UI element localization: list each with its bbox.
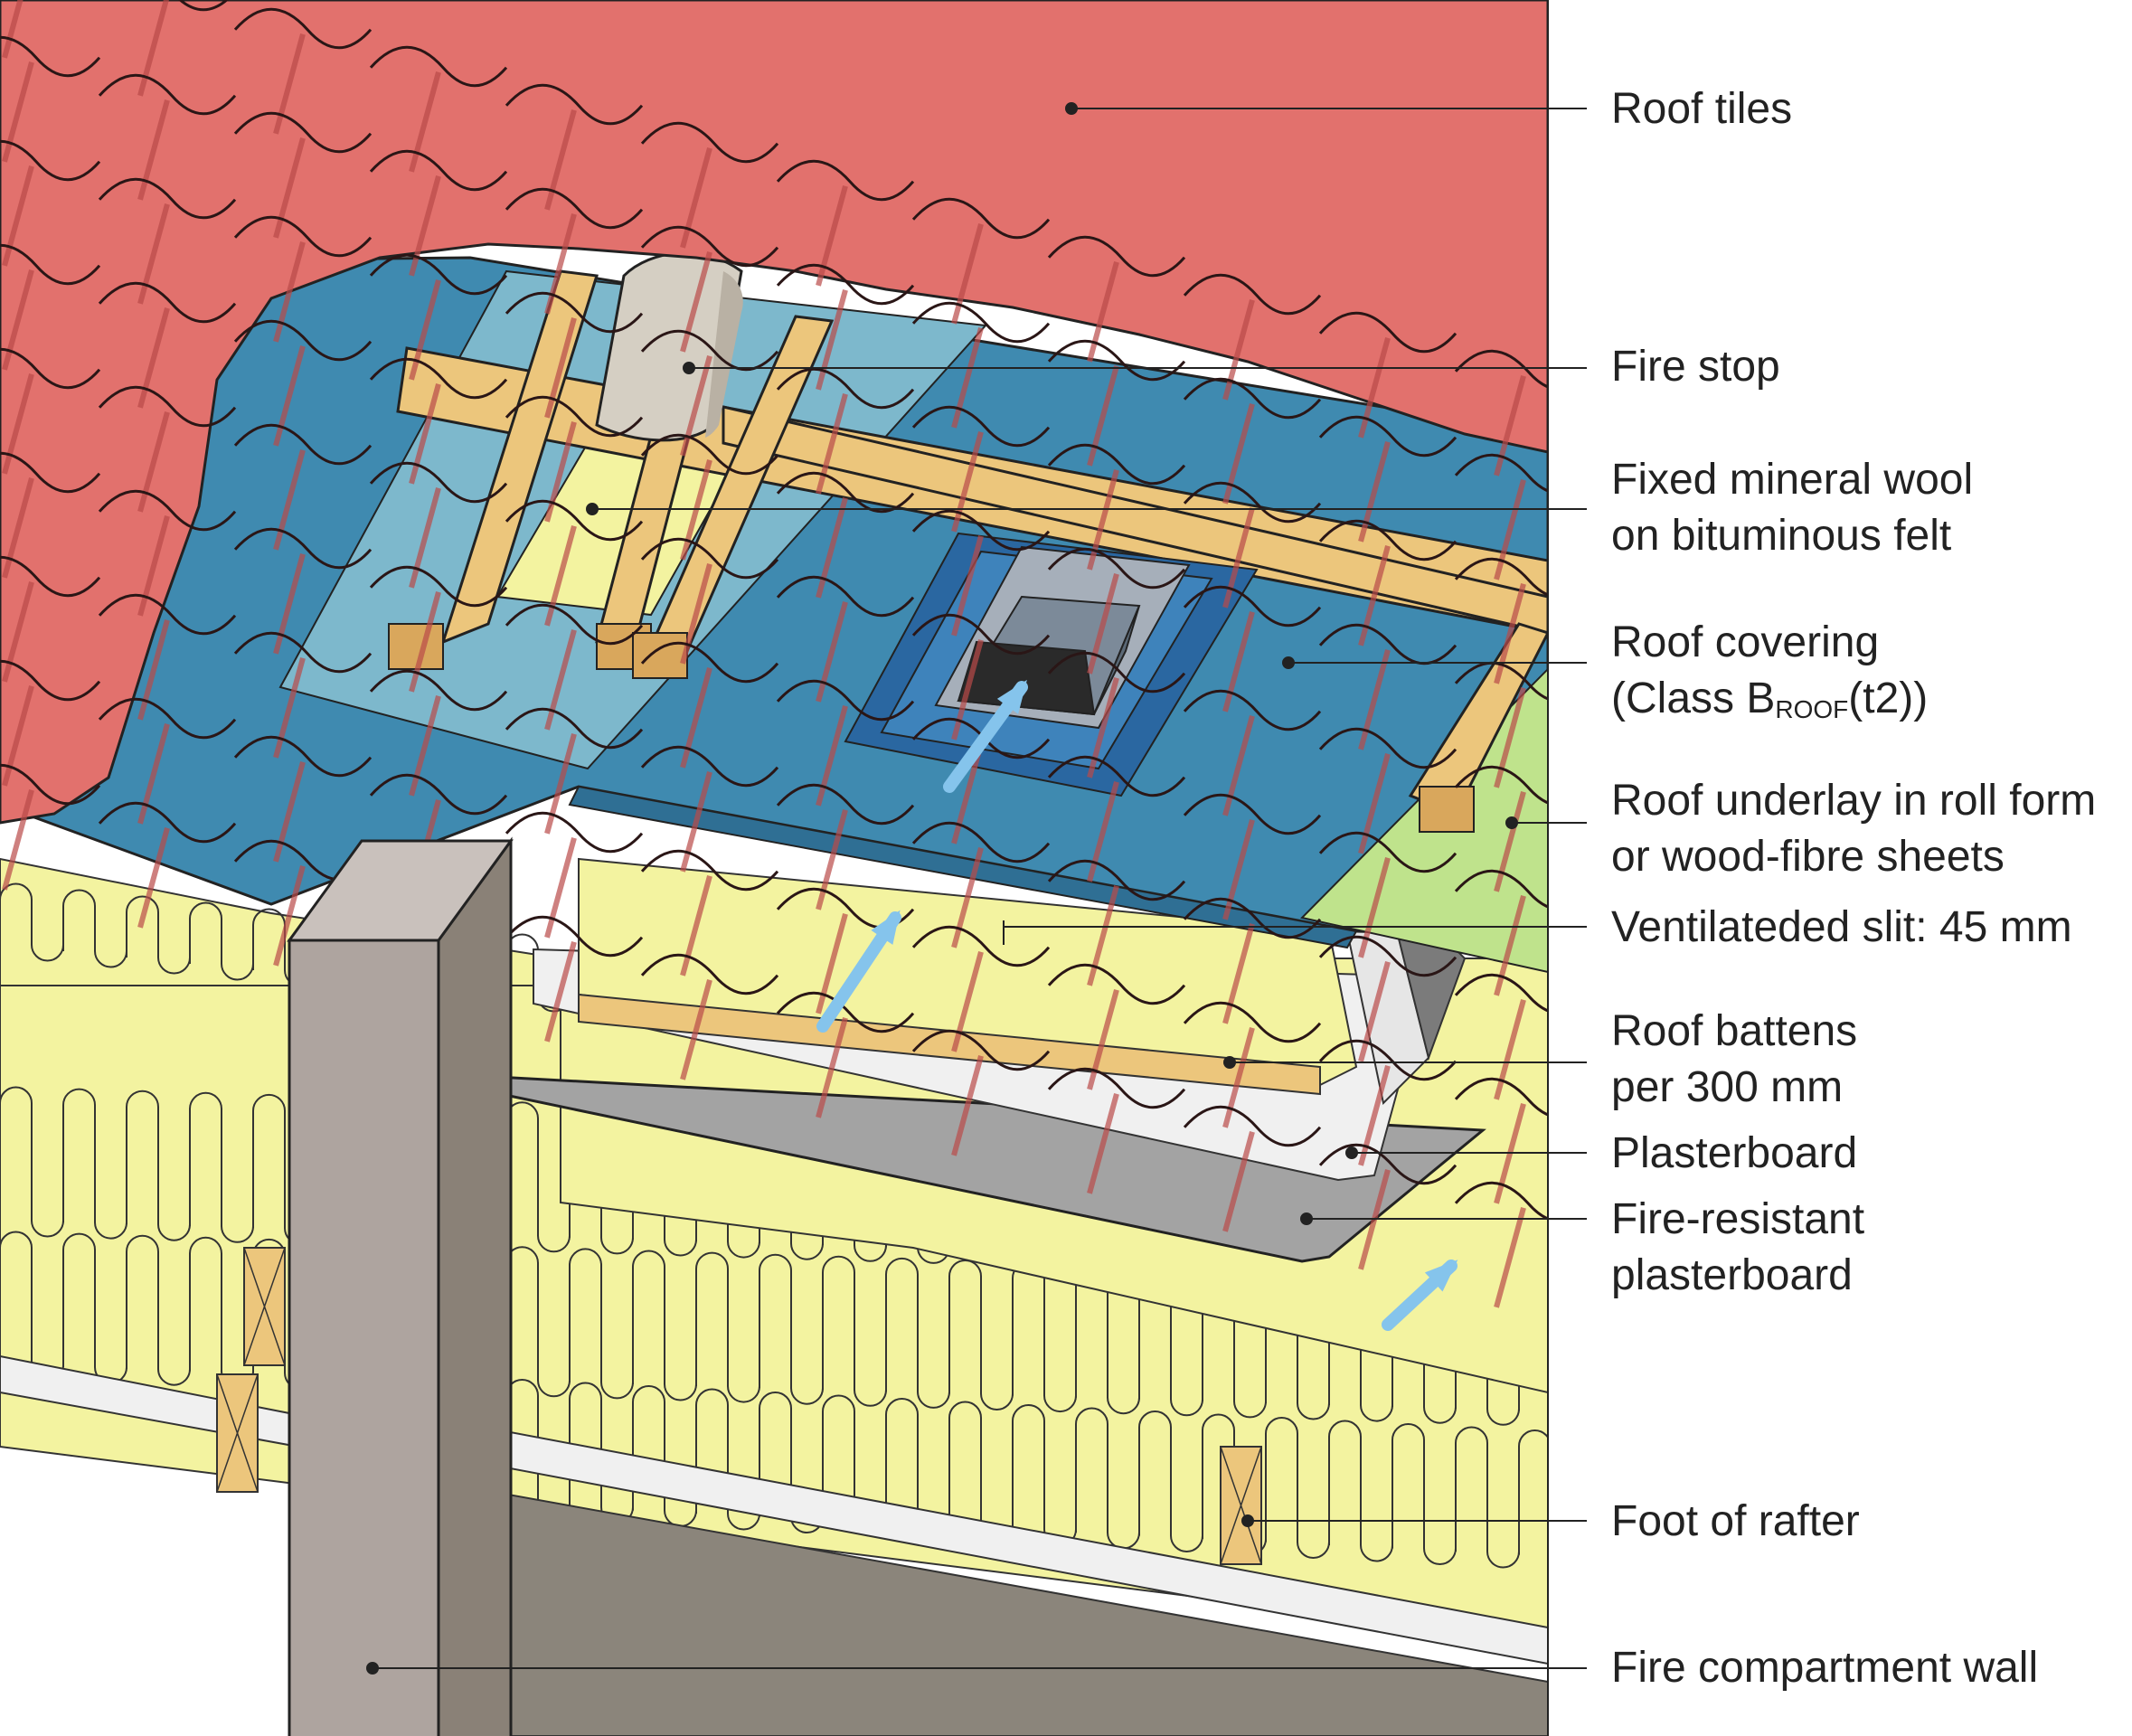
label-plasterboard: Plasterboard: [1611, 1129, 1858, 1177]
batten-end: [1419, 786, 1475, 833]
roof-covering-upper: [568, 785, 1358, 949]
tile-row: [178, 0, 1548, 389]
label-fire-compartment-wall: Fire compartment wall: [1611, 1644, 2039, 1692]
horizontal-batten-2: [722, 405, 1548, 635]
fire-compartment-wall-side: [437, 836, 513, 1736]
tile-row: [0, 555, 1548, 1013]
rafter-foot-cross: [216, 1373, 259, 1493]
tile-row: [0, 347, 1548, 805]
tile-shadow: [2, 165, 1526, 684]
fire-compartment-wall: [288, 939, 440, 1736]
fire-stop-roll-shade: [705, 271, 743, 438]
slit-batten: [578, 993, 1321, 1096]
airflow-arrows: [816, 679, 1458, 1331]
vent-grille: [957, 640, 1096, 716]
vertical-batten: [440, 269, 599, 645]
tile-shadow: [2, 61, 1526, 580]
label-roof-covering: Roof covering (Class BROOF(t2)): [1611, 618, 1929, 723]
rafter-foot-cross: [243, 1247, 286, 1366]
label-fire-stop: Fire stop: [1611, 343, 1780, 391]
roof-tiles-area: [0, 0, 1548, 825]
tile-row: [0, 139, 1548, 597]
tile-shadow: [2, 0, 1526, 476]
tile-row: [0, 243, 1548, 701]
tile-row: [0, 659, 1548, 1117]
tile-shadow: [2, 477, 1526, 996]
tile-row: [0, 35, 1548, 493]
tile-row: [0, 451, 1548, 909]
label-foot-of-rafter: Foot of rafter: [1611, 1497, 1860, 1545]
label-roof-tiles: Roof tiles: [1611, 85, 1793, 133]
vent-body-side: [1093, 605, 1140, 715]
tile-shadow: [2, 373, 1526, 892]
batten-end: [388, 623, 444, 670]
label-ventilated-slit: Ventilateded slit: 45 mm: [1611, 903, 2072, 951]
rafter-foot-cross: [1220, 1446, 1262, 1565]
airflow-arrowhead: [996, 679, 1027, 714]
leader-lines: [366, 102, 1587, 1675]
airflow-arrowhead: [1424, 1260, 1458, 1292]
tile-row: [0, 763, 1548, 1221]
tile-shadow: [2, 581, 1526, 1100]
batten-end: [632, 632, 688, 679]
tile-shadow: [2, 685, 1526, 1204]
airflow-arrowhead: [871, 910, 901, 945]
